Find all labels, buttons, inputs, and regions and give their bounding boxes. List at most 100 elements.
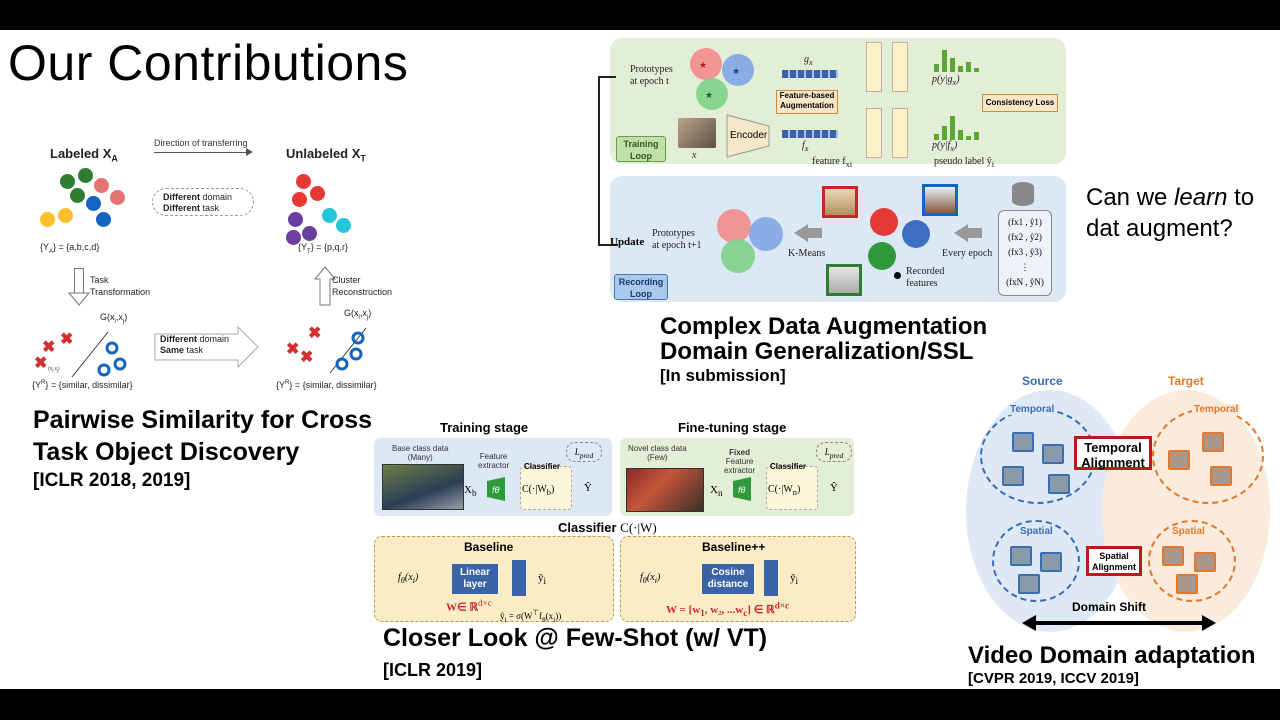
fewshot-figure: Training stage Fine-tuning stage Base cl… (372, 418, 856, 624)
w-eq-baselinepp: W = [w1, w₂, ...wc] ∈ ℝd×c (666, 600, 790, 618)
source-label: Source (1022, 374, 1063, 388)
svg-text:★: ★ (705, 90, 713, 100)
fc-layer-top (866, 42, 882, 92)
target-label: Target (1168, 374, 1204, 388)
task-transform-arrow (74, 268, 84, 294)
recorded-dot (894, 272, 901, 279)
training-stage-title: Training stage (440, 420, 529, 435)
every-epoch-arrow (954, 224, 968, 242)
source-spatial-circle (992, 520, 1080, 602)
video-thumb (1176, 574, 1198, 594)
yr-right-label: {YR} = {similar, dissimilar} (276, 380, 377, 390)
classifier-label-finetune: Classifier (770, 462, 807, 471)
classifier-box-train (520, 466, 572, 510)
loop-line-top (598, 76, 616, 78)
fx-vector (782, 130, 838, 138)
svg-text:fθ: fθ (738, 485, 746, 495)
direction-arrow-head (246, 148, 253, 156)
loop-line-bottom (598, 244, 618, 246)
dot-cyan (336, 218, 351, 233)
histogram-top (934, 50, 979, 72)
dot-red (310, 186, 325, 201)
video-thumb (1168, 450, 1190, 470)
video-thumb (1018, 574, 1040, 594)
dot-green (60, 174, 75, 189)
novel-images (626, 468, 704, 512)
video-venue: [CVPR 2019, ICCV 2019] (968, 670, 1139, 687)
softmax-block-baselinepp (764, 560, 778, 596)
domain-shift-arrow (1022, 615, 1216, 631)
dot-cyan (322, 208, 337, 223)
kmeans-arrow (794, 224, 808, 242)
f-theta-block: fθ (487, 477, 505, 501)
svg-text:✖: ✖ (60, 331, 73, 348)
slide-title: Our Contributions (8, 35, 409, 91)
classifier-box-finetune (766, 466, 818, 510)
svg-text:✖: ✖ (42, 339, 55, 356)
softmax-bottom (892, 108, 908, 158)
pairwise-right-plot: ✖ ✖ ✖ (286, 325, 367, 374)
domain-shift-label: Domain Shift (1072, 600, 1146, 614)
slide: Our Contributions Labeled XA Direction o… (0, 30, 1280, 689)
feature-fxi-label: feature fxi (812, 156, 853, 169)
direction-label: Direction of transferring (154, 138, 248, 148)
fewshot-caption: Closer Look @ Few-Shot (w/ VT) (383, 624, 768, 652)
svg-text:✖: ✖ (34, 355, 47, 372)
dot-pink (110, 190, 125, 205)
x-label: x (692, 150, 697, 161)
f-theta-block-fixed: fθ (733, 477, 751, 501)
softmax-top (892, 42, 908, 92)
encoder-label: Encoder (730, 130, 768, 141)
baselinepp-title: Baseline++ (702, 540, 766, 554)
dot-pink (94, 178, 109, 193)
g-label-right: G(xi,xj) (344, 308, 372, 321)
svg-text:✖: ✖ (308, 325, 321, 342)
dot-purple (286, 230, 301, 245)
dog-image-2 (922, 184, 958, 216)
video-thumb (1210, 466, 1232, 486)
video-thumb (1162, 546, 1184, 566)
xixj-label: (xi,xj) (48, 366, 60, 373)
video-thumb (1040, 552, 1062, 572)
every-epoch-arrow-body (968, 228, 982, 238)
cwn-label: C(·|Wn) (768, 484, 801, 497)
target-spatial-label: Spatial (1172, 526, 1205, 537)
prototype-clusters-bottom (717, 209, 783, 273)
classifier-label-train: Classifier (524, 462, 561, 471)
pairwise-caption: Pairwise Similarity for Cross Task Objec… (33, 406, 373, 466)
kmeans-arrow-body (808, 228, 822, 238)
dot-red (292, 192, 307, 207)
question-text: Can we learn to dat augment? (1086, 184, 1255, 242)
gx-vector (782, 70, 838, 78)
dot-yellow (58, 208, 73, 223)
dot-purple (302, 226, 317, 241)
unlabeled-title: Unlabeled XT (286, 146, 366, 164)
dot-blue (86, 196, 101, 211)
dot-green (78, 168, 93, 183)
g-label-left: G(xi,xj) (100, 312, 128, 325)
video-figure: Source Target Temporal Temporal Temporal… (962, 370, 1278, 640)
prototype-clusters-top: ★ ★ ★ (690, 48, 754, 110)
yi-baseline: ỹi (538, 572, 547, 587)
svg-text:✖: ✖ (300, 349, 313, 366)
yhat-train: Ŷ (584, 482, 592, 494)
dot-yellow (40, 212, 55, 227)
memory-bank: (fx1 , ŷ1) (fx2 , ŷ2) (fx3 , ŷ3) ⋮ (fxN … (998, 210, 1052, 296)
video-thumb (1010, 546, 1032, 566)
y-eq-baseline: ỹi = σ(W⊤fθ(xi)) (500, 608, 562, 624)
base-images (382, 464, 464, 510)
yi-baselinepp: ỹi (790, 572, 799, 587)
video-thumb (1042, 444, 1064, 464)
video-thumb (1002, 466, 1024, 486)
video-thumb (1202, 432, 1224, 452)
video-caption: Video Domain adaptation (968, 642, 1256, 669)
